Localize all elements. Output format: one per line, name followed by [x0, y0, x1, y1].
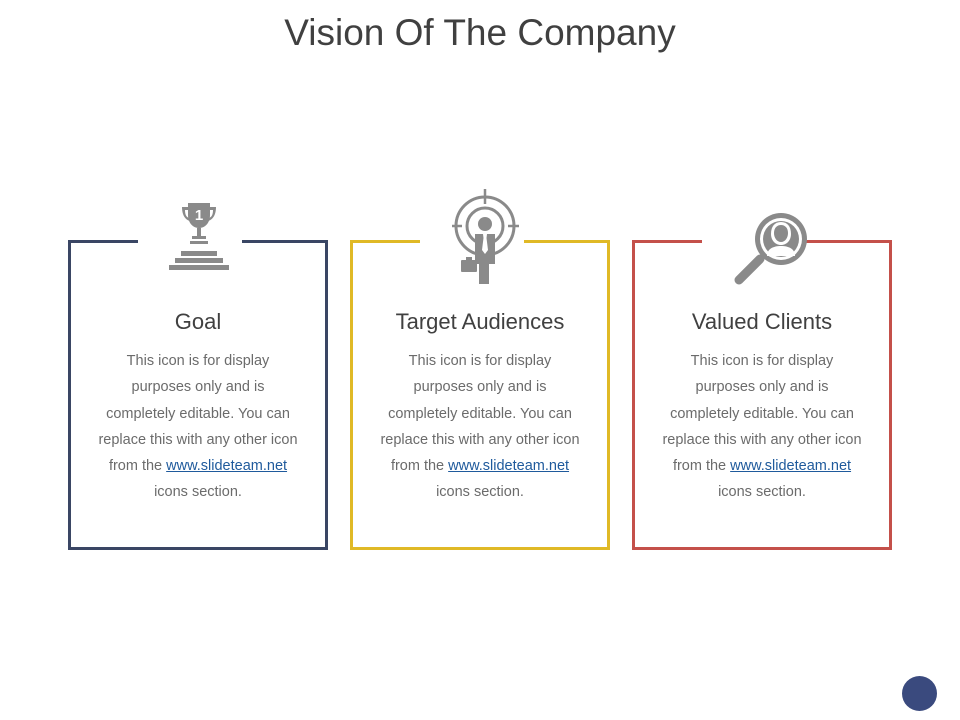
card-border-segment	[524, 240, 610, 243]
card-valued-clients: Valued Clients This icon is for display …	[632, 213, 892, 550]
card-description-text: This icon is for display purposes only a…	[662, 353, 862, 475]
trophy-podium-icon: 1	[151, 188, 247, 288]
card-description-text: icons section.	[718, 484, 806, 501]
card-border-segment	[806, 240, 892, 243]
card-title: Goal	[174, 309, 222, 334]
slideteam-link[interactable]: www.slideteam.net	[166, 458, 288, 475]
svg-text:1: 1	[195, 207, 203, 224]
card-border-segment	[242, 240, 328, 243]
page-indicator-dot	[902, 676, 937, 711]
page-title: Vision Of The Company	[284, 12, 676, 53]
card-border-segment	[68, 240, 138, 243]
card-border-segment	[632, 240, 702, 243]
card-title: Valued Clients	[691, 309, 833, 334]
card-target-audiences: Target Audiences This icon is for displa…	[350, 189, 610, 550]
card-description-text: This icon is for display purposes only a…	[98, 353, 298, 475]
card-description-text: icons section.	[436, 484, 524, 501]
card-title: Target Audiences	[395, 309, 565, 334]
card-goal: 1 Goal This icon is for display purposes…	[68, 203, 328, 550]
target-person-icon	[433, 188, 529, 288]
card-description: This icon is for display purposes only a…	[97, 348, 299, 506]
card-description-text: This icon is for display purposes only a…	[380, 353, 580, 475]
card-description-text: icons section.	[154, 484, 242, 501]
card-description: This icon is for display purposes only a…	[379, 348, 581, 506]
card-border-segment	[350, 240, 420, 243]
slideteam-link[interactable]: www.slideteam.net	[730, 458, 852, 475]
card-description: This icon is for display purposes only a…	[661, 348, 863, 506]
slideteam-link[interactable]: www.slideteam.net	[448, 458, 570, 475]
magnifier-person-icon	[715, 188, 811, 288]
